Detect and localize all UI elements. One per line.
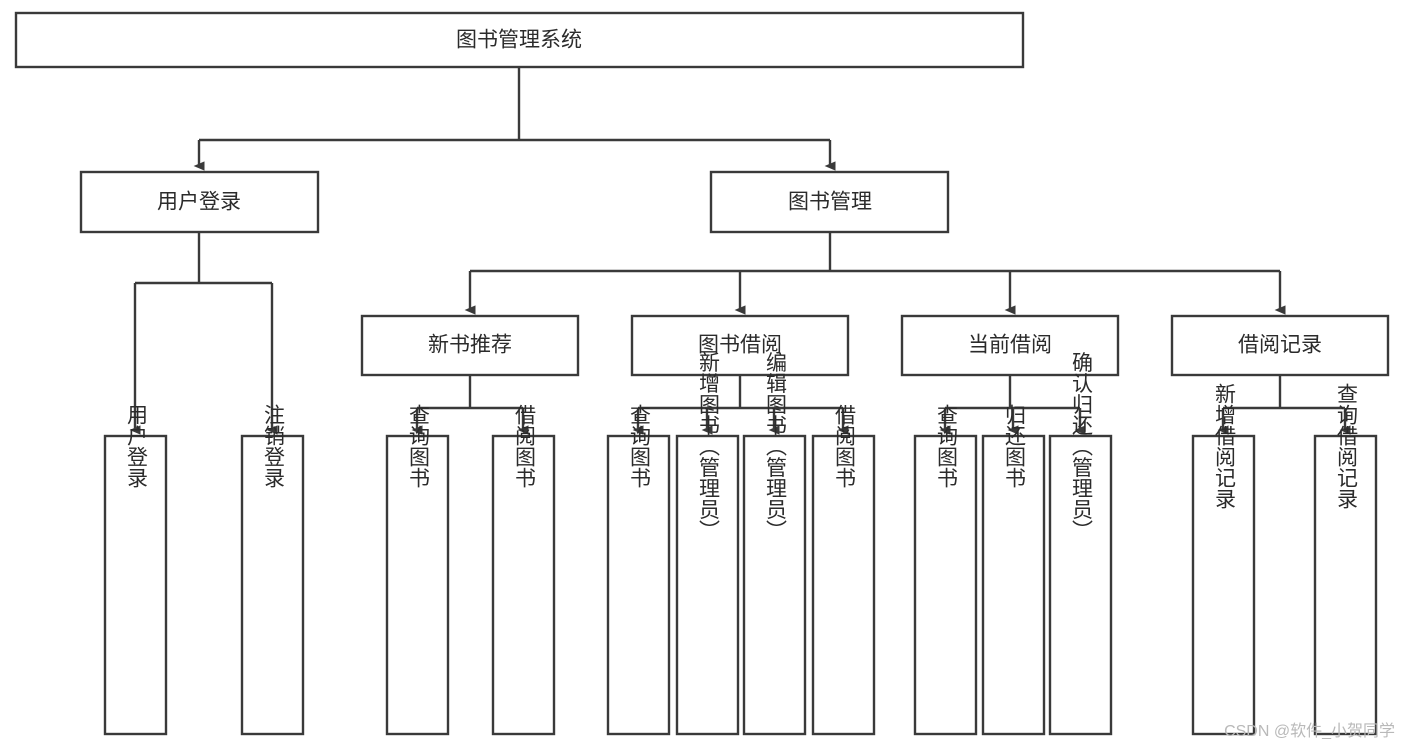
- node-current-borrow[interactable]: 当前借阅: [900, 314, 1120, 377]
- node-leaf-add-record-label: 新增借阅记录: [1212, 383, 1236, 509]
- node-leaf-edit-book-box[interactable]: [742, 434, 807, 736]
- node-book-borrow-label: 图书借阅: [698, 334, 782, 357]
- node-user-login-box[interactable]: [79, 170, 320, 234]
- node-leaf-confirm-return[interactable]: 确认归还（管理员）: [1048, 352, 1113, 736]
- node-leaf-add-book[interactable]: 新增图书（管理员）: [675, 352, 740, 736]
- node-book-manage[interactable]: 图书管理: [709, 170, 950, 234]
- node-leaf-return-book[interactable]: 归还图书: [981, 404, 1046, 736]
- node-leaf-query-record-label: 查询借阅记录: [1334, 383, 1358, 509]
- edge-group-user-login: [129, 232, 278, 435]
- node-leaf-confirm-return-label: 确认归还（管理员）: [1069, 352, 1093, 541]
- node-new-book-recommend[interactable]: 新书推荐: [360, 314, 580, 377]
- node-leaf-query-book-bb[interactable]: 查询图书: [606, 404, 671, 736]
- node-leaf-edit-book[interactable]: 编辑图书（管理员）: [742, 352, 807, 736]
- edge-group-borrow-record: [1217, 375, 1351, 435]
- node-leaf-borrow-book-bb-label: 借阅图书: [832, 404, 856, 488]
- node-leaf-borrow-book-bb[interactable]: 借阅图书: [811, 404, 876, 736]
- csdn-watermark: CSDN @软件_小贺同学: [1224, 723, 1395, 740]
- node-leaf-logout-box[interactable]: [240, 434, 305, 736]
- node-leaf-add-book-box[interactable]: [675, 434, 740, 736]
- node-leaf-logout-label: 注销登录: [261, 404, 285, 488]
- node-borrow-record[interactable]: 借阅记录: [1170, 314, 1390, 377]
- node-leaf-query-book-rec[interactable]: 查询图书: [385, 404, 450, 736]
- node-leaf-edit-book-label: 编辑图书（管理员）: [763, 352, 787, 541]
- node-new-book-recommend-label: 新书推荐: [428, 334, 512, 357]
- node-book-manage-box[interactable]: [709, 170, 950, 234]
- node-leaf-borrow-book-rec-label: 借阅图书: [512, 404, 536, 488]
- node-current-borrow-label: 当前借阅: [968, 334, 1052, 357]
- node-leaf-confirm-return-box[interactable]: [1048, 434, 1113, 736]
- node-leaf-query-book-cb-label: 查询图书: [934, 404, 958, 488]
- node-borrow-record-label: 借阅记录: [1238, 334, 1322, 357]
- node-leaf-borrow-book-bb-box[interactable]: [811, 434, 876, 736]
- edge-group-new-book-recommend: [411, 375, 529, 435]
- node-leaf-user-login[interactable]: 用户登录: [103, 404, 168, 736]
- node-leaf-query-book-rec-box[interactable]: [385, 434, 450, 736]
- edge-group-current-borrow: [939, 375, 1086, 435]
- node-leaf-query-book-cb[interactable]: 查询图书: [913, 404, 978, 736]
- edge-group-book-borrow: [632, 375, 849, 435]
- node-book-manage-label: 图书管理: [788, 191, 872, 214]
- node-leaf-query-book-bb-label: 查询图书: [627, 404, 651, 488]
- node-leaf-add-book-label: 新增图书（管理员）: [696, 352, 720, 541]
- node-leaf-logout[interactable]: 注销登录: [240, 404, 305, 736]
- edge-group-book-manage: [464, 232, 1286, 315]
- node-new-book-recommend-box[interactable]: [360, 314, 580, 377]
- node-user-login[interactable]: 用户登录: [79, 170, 320, 234]
- node-leaf-user-login-label: 用户登录: [124, 404, 148, 488]
- node-root[interactable]: 图书管理系统: [14, 11, 1025, 69]
- node-leaf-borrow-book-rec-box[interactable]: [491, 434, 556, 736]
- node-leaf-return-book-label: 归还图书: [1002, 404, 1026, 488]
- node-user-login-label: 用户登录: [157, 191, 241, 214]
- node-current-borrow-box[interactable]: [900, 314, 1120, 377]
- node-leaf-query-record[interactable]: 查询借阅记录: [1313, 383, 1378, 736]
- edge-group-root: [193, 67, 836, 171]
- node-book-borrow[interactable]: 图书借阅: [630, 314, 850, 377]
- node-leaf-query-record-box[interactable]: [1313, 434, 1378, 736]
- node-leaf-return-book-box[interactable]: [981, 434, 1046, 736]
- node-leaf-query-book-cb-box[interactable]: [913, 434, 978, 736]
- node-root-box[interactable]: [14, 11, 1025, 69]
- node-root-label: 图书管理系统: [456, 29, 582, 52]
- node-leaf-query-book-rec-label: 查询图书: [406, 404, 430, 488]
- node-leaf-user-login-box[interactable]: [103, 434, 168, 736]
- node-leaf-add-record[interactable]: 新增借阅记录: [1191, 383, 1256, 736]
- node-leaf-add-record-box[interactable]: [1191, 434, 1256, 736]
- node-leaf-query-book-bb-box[interactable]: [606, 434, 671, 736]
- node-borrow-record-box[interactable]: [1170, 314, 1390, 377]
- node-book-borrow-box[interactable]: [630, 314, 850, 377]
- node-leaf-borrow-book-rec[interactable]: 借阅图书: [491, 404, 556, 736]
